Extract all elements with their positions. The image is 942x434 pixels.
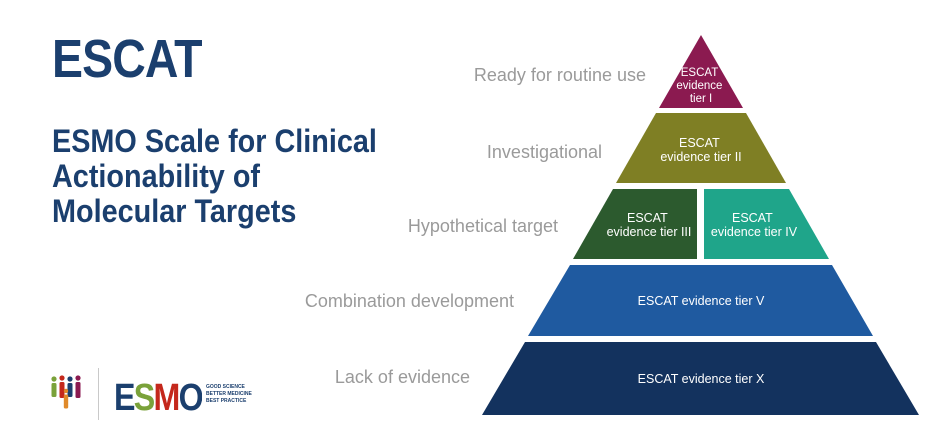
level-label-combination-development: Combination development [304,291,514,311]
subtitle: ESMO Scale for Clinical Actionability of… [52,124,439,229]
tier-4-shape [704,189,829,259]
tier-2-label: ESCAT evidence tier II [660,136,741,164]
tier-x-label: ESCAT evidence tier X [638,372,765,386]
tier-1-label: ESCAT evidence tier I [676,67,725,105]
logo-divider [98,368,99,420]
level-label-ready-for-routine-use: Ready for routine use [473,65,646,85]
people-icon [51,375,81,409]
tier-5-label: ESCAT evidence tier V [638,294,765,308]
subtitle-line: ESMO Scale for Clinical [52,123,377,159]
tier-x-shape [482,342,919,415]
page-title: ESCAT [52,29,203,89]
tagline-line: GOOD SCIENCE [206,384,245,390]
tagline-line: BEST PRACTICE [206,398,247,404]
tier-3-shape [573,189,697,259]
svg-text:ESMO: ESMO [114,378,202,414]
subtitle-line: Molecular Targets [52,193,297,229]
esmo-logo-area: ESMO GOOD SCIENCE BETTER MEDICINE BEST P… [50,366,270,422]
tagline-line: BETTER MEDICINE [206,391,252,397]
esmo-logo: ESMO [114,378,202,414]
esmo-tagline: GOOD SCIENCE BETTER MEDICINE BEST PRACTI… [206,384,252,405]
tier-2-shape [616,113,786,183]
subtitle-line: Actionability of [52,158,260,194]
level-label-investigational: Investigational [486,142,602,162]
tier-4-label: ESCAT evidence tier IV [711,211,798,239]
level-label-hypothetical-target: Hypothetical target [407,216,558,236]
tier-3-label: ESCAT evidence tier III [607,211,692,239]
tier-1-shape [659,35,743,108]
tier-5-shape [528,265,873,336]
level-label-lack-of-evidence: Lack of evidence [334,367,470,387]
